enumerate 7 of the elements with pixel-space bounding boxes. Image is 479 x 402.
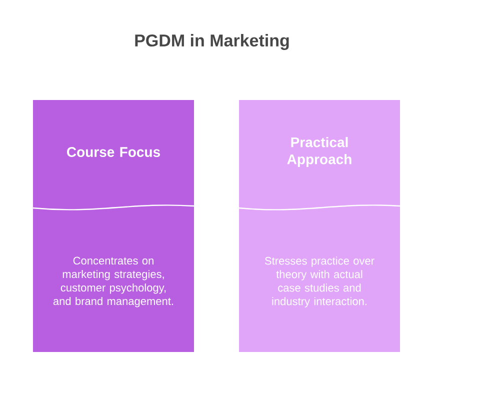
card <box>238 100 400 352</box>
card-heading: Course Focus <box>67 147 160 157</box>
title: PGDM in Marketing <box>135 34 289 50</box>
card-text: Concentrates on marketing strategies, customer psychology, and brand management. <box>53 256 173 308</box>
card <box>32 100 194 352</box>
card-heading: Practical Approach <box>287 136 352 168</box>
card-text: Stresses practice over theory with actual case studies and industry interaction. <box>264 256 374 308</box>
